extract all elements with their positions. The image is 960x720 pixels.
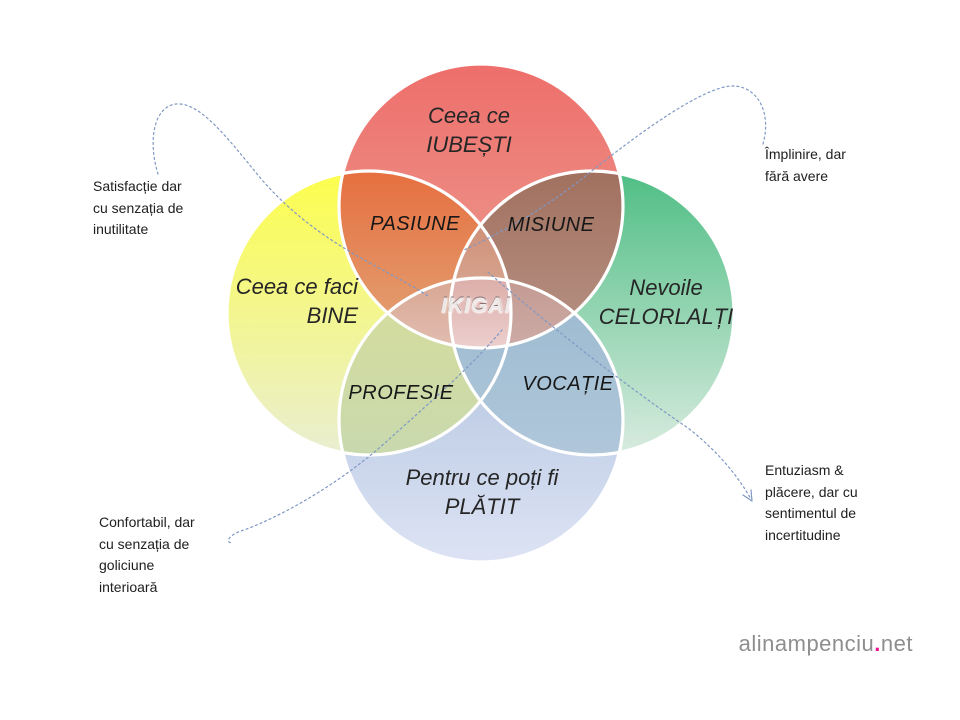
annotation-satisfactie: Satisfacție dar cu senzația de inutilita… [93,178,184,237]
circle-label-needs: Nevoile CELORLALȚI [598,275,734,329]
connector-entuziasm-line [487,271,752,500]
region-label-pasiune: PASIUNE [370,213,460,235]
watermark-name: alinampenciu [738,631,875,656]
region-label-misiune: MISIUNE [507,214,595,236]
region-label-profesie: PROFESIE [348,382,454,404]
annotation-implinire: Împlinire, dar fără avere [765,146,846,184]
connector-confortabil-line [227,329,503,544]
circle-outlines [225,62,736,564]
region-label-vocatie: VOCAȚIE [522,373,614,395]
circle-label-paid: Pentru ce poți fi PLĂTIT [405,465,559,519]
connector-arrowhead [742,489,753,502]
watermark-tld: net [880,631,913,656]
circle-label-good: Ceea ce faci BINE [235,274,358,328]
watermark: alinampenciu.net [739,631,913,657]
annotation-entuziasm: Entuziasm & plăcere, dar cu sentimentul … [765,462,858,543]
annotation-confortabil: Confortabil, dar cu senzația de goliciun… [99,514,195,595]
watermark-dot: . [874,631,881,656]
circle-label-love: Ceea ce IUBEȘTI [426,103,512,157]
region-label-ikigai: IKIGAI [440,294,512,317]
connector-implinire-line [463,85,767,251]
connector-satisfactie-line [152,103,429,297]
